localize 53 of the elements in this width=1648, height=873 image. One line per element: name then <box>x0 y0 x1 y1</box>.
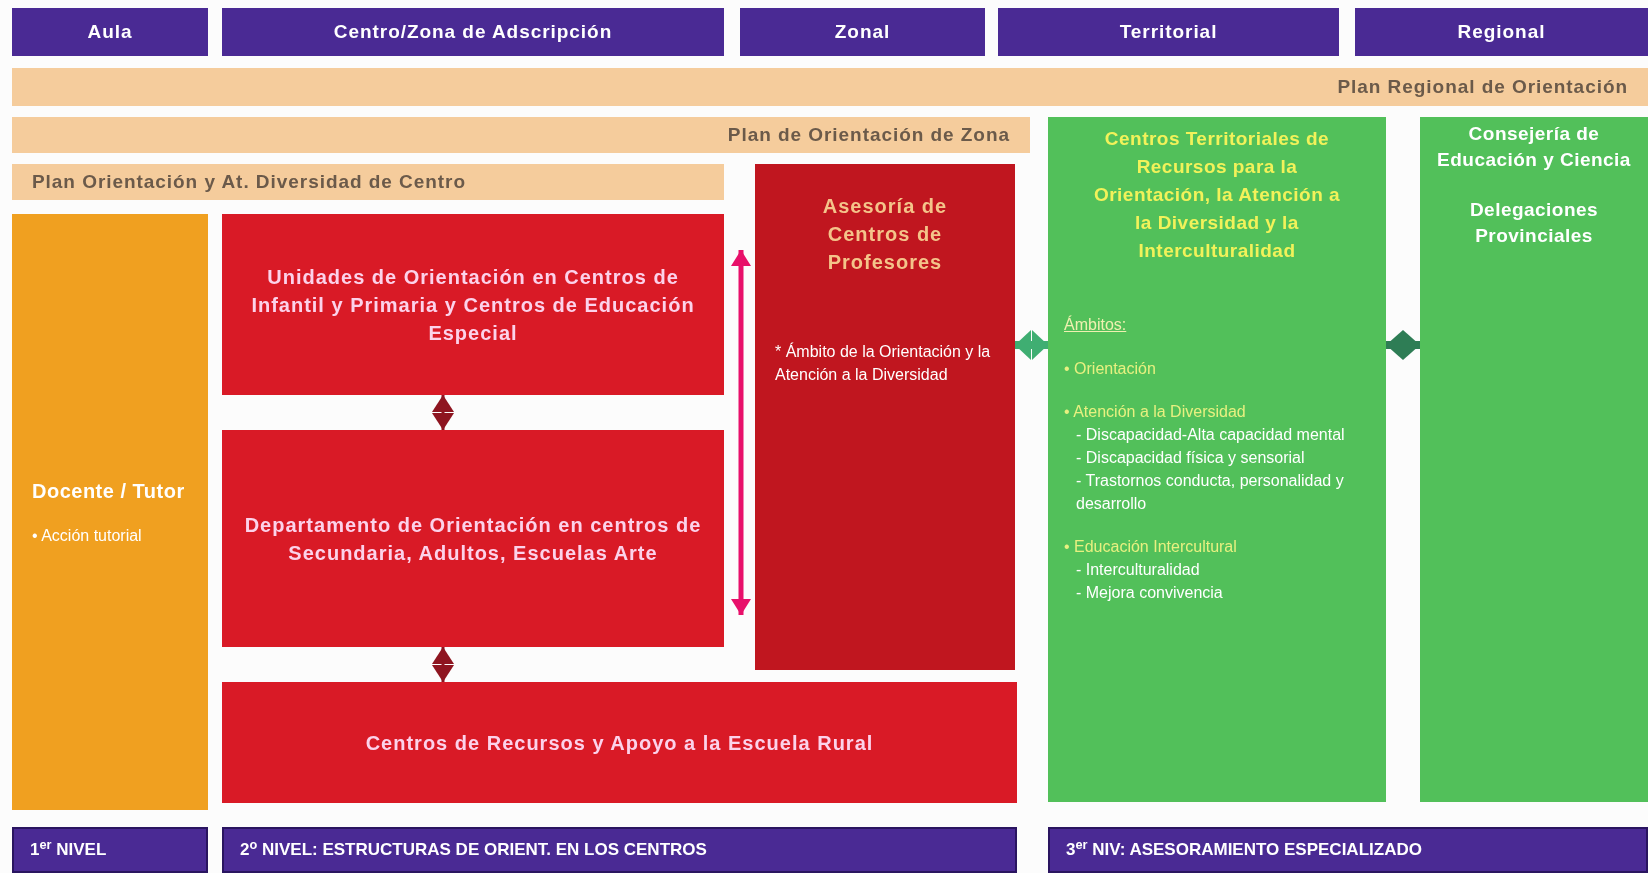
level-footer <box>12 827 208 873</box>
box-title: Zonal <box>834 19 891 44</box>
box-title: Aula <box>87 19 133 44</box>
plan-band <box>12 117 1030 153</box>
level-header <box>1355 8 1648 56</box>
box-title: Centros de Recursos y Apoyo a la Escuela Rural <box>365 730 874 756</box>
box-title: Asesoría de Centros de Profesores <box>821 194 949 275</box>
double-arrow <box>731 250 751 615</box>
box-title: Plan de Orientación de Zona <box>727 122 1010 147</box>
box-text: Delegaciones Provinciales <box>1468 198 1600 248</box>
box-text: - Discapacidad física y sensorial <box>1075 448 1306 468</box>
box-text: Ámbitos: <box>1064 314 1128 335</box>
level-header <box>998 8 1339 56</box>
level-header <box>12 8 208 56</box>
box-text: • Acción tutorial <box>32 525 143 546</box>
unit-box <box>222 214 724 395</box>
department-box <box>222 430 724 647</box>
box-text: * Ámbito de la Orientación y la Atención a la Diversidad <box>775 341 992 385</box>
double-arrow <box>1015 330 1048 360</box>
double-arrow <box>432 647 454 682</box>
council-column <box>1420 117 1648 802</box>
box-text: • Educación Intercultural <box>1064 537 1238 557</box>
box-text: • Atención a la Diversidad <box>1064 402 1247 422</box>
plan-band <box>12 164 724 200</box>
tutor-column <box>12 214 208 810</box>
level-footer <box>1048 827 1648 873</box>
box-title: Centros Territoriales de Recursos para la Orientación, la Atención a la Diversidad y la Interculturalidad <box>1093 127 1341 263</box>
box-title: 3$^{er}$ NIV: ASESORAMIENTO ESPECIALIZADO <box>1066 837 1422 862</box>
box-text: • Orientación <box>1064 359 1157 379</box>
level-header <box>740 8 985 56</box>
level-footer <box>222 827 1017 873</box>
box-text: - Mejora convivencia <box>1075 583 1224 603</box>
box-title: Plan Regional de Orientación <box>1337 74 1628 99</box>
plan-band <box>12 68 1648 106</box>
box-text: - Trastornos conducta, personalidad y desarrollo <box>1075 471 1345 514</box>
box-title: Docente / Tutor <box>32 478 186 504</box>
box-title: Departamento de Orientación en centros de Secundaria, Adultos, Escuelas Arte <box>243 512 703 566</box>
box-title: Centro/Zona de Adscripción <box>333 19 613 44</box>
box-title: 2$^{o}$ NIVEL: ESTRUCTURAS DE ORIENT. EN LOS CENTROS <box>240 837 707 862</box>
box-title: Plan Orientación y At. Diversidad de Centro <box>32 169 466 194</box>
level-header <box>222 8 724 56</box>
box-title: Consejería de Educación y Ciencia <box>1436 122 1632 172</box>
box-title: Territorial <box>1119 19 1218 44</box>
box-text: - Interculturalidad <box>1075 560 1201 580</box>
box-title: Unidades de Orientación en Centros de Infantil y Primaria y Centros de Educación Especial <box>250 264 696 346</box>
advisory-column <box>755 164 1015 670</box>
double-arrow <box>1386 330 1420 360</box>
box-title: Regional <box>1457 19 1546 44</box>
box-title: 1$^{er}$ NIVEL <box>30 837 107 862</box>
double-arrow <box>432 395 454 430</box>
rural-centre-box <box>222 682 1017 803</box>
resource-centre-column <box>1048 117 1386 802</box>
box-text: - Discapacidad-Alta capacidad mental <box>1075 425 1346 445</box>
